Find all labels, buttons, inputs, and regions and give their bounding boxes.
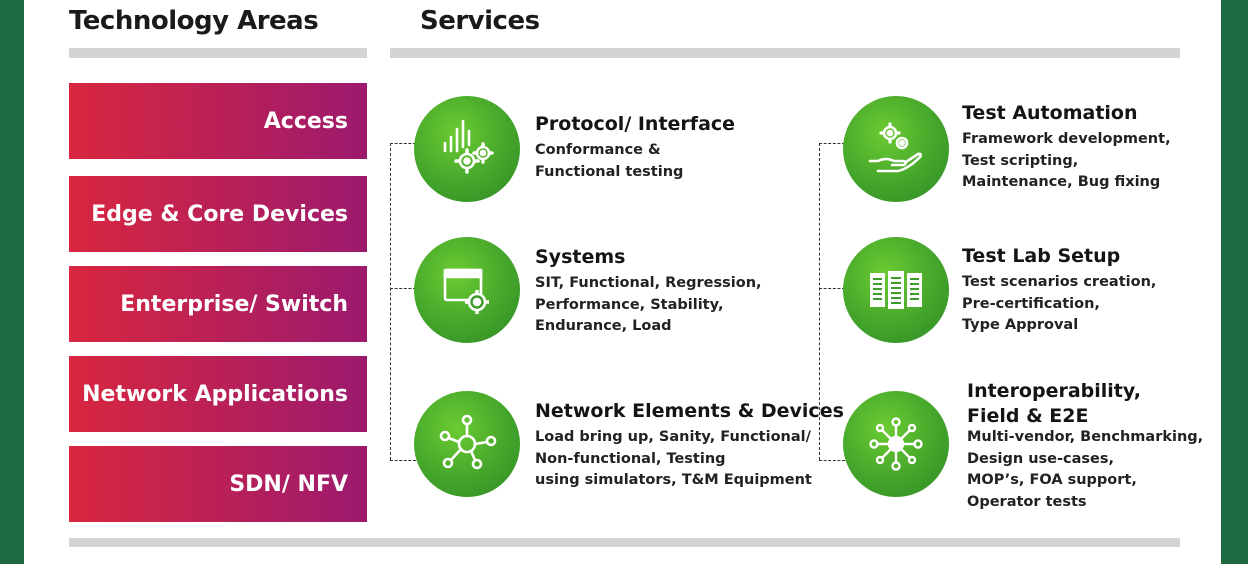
- tech-area-edge-core: Edge & Core Devices: [69, 176, 367, 252]
- service-desc-line: MOP’s, FOA support,: [967, 472, 1137, 488]
- service-title-systems: Systems: [535, 246, 626, 268]
- service-desc-line: Design use-cases,: [967, 450, 1115, 467]
- services-rule: [390, 48, 1180, 58]
- service-desc-interoperability: Multi-vendor, Benchmarking, Design use-c…: [967, 427, 1203, 513]
- service-desc-line: Test scripting,: [962, 152, 1079, 169]
- technology-areas-rule: [69, 48, 367, 58]
- service-desc-line: Endurance, Load: [535, 318, 672, 334]
- service-desc-line: Maintenance, Bug fixing: [962, 174, 1161, 190]
- tech-area-network-applications: Network Applications: [69, 356, 367, 432]
- window-gear-icon: [414, 237, 520, 343]
- tech-area-label: Access: [263, 108, 348, 134]
- right-bracket-tick: [819, 460, 845, 461]
- left-bracket-tick: [390, 460, 416, 461]
- tech-area-sdn-nfv: SDN/ NFV: [69, 446, 367, 522]
- service-desc-network-elements: Load bring up, Sanity, Functional/ Non-f…: [535, 427, 812, 492]
- service-desc-line: Performance, Stability,: [535, 296, 724, 313]
- service-desc-test-automation: Framework development, Test scripting, M…: [962, 129, 1171, 194]
- service-desc-test-lab-setup: Test scenarios creation, Pre-certificati…: [962, 272, 1156, 337]
- service-desc-line: Framework development,: [962, 131, 1171, 147]
- interop-network-icon: [843, 391, 949, 497]
- service-title-interoperability: Interoperability, Field & E2E: [967, 379, 1141, 429]
- right-bracket-tick: [819, 288, 845, 289]
- right-bracket-tick: [819, 143, 845, 144]
- right-bracket-line: [819, 143, 820, 460]
- server-racks-icon: [843, 237, 949, 343]
- left-bracket-tick: [390, 143, 416, 144]
- service-title-test-automation: Test Automation: [962, 102, 1138, 124]
- service-desc-line: Conformance &: [535, 142, 661, 158]
- service-desc-line: Non-functional, Testing: [535, 450, 726, 467]
- service-title-protocol: Protocol/ Interface: [535, 113, 736, 135]
- service-title-network-elements: Network Elements & Devices: [535, 400, 844, 422]
- tech-area-label: SDN/ NFV: [229, 471, 348, 497]
- service-desc-line: Multi-vendor, Benchmarking,: [967, 429, 1204, 445]
- service-desc-protocol: Conformance & Functional testing: [535, 140, 683, 183]
- tech-area-access: Access: [69, 83, 367, 159]
- service-desc-systems: SIT, Functional, Regression, Performance…: [535, 273, 762, 338]
- service-desc-line: Operator tests: [967, 493, 1087, 510]
- service-desc-line: SIT, Functional, Regression,: [535, 275, 762, 291]
- service-title-line: Field & E2E: [967, 405, 1089, 427]
- technology-areas-heading: Technology Areas: [69, 6, 319, 36]
- service-title-line: Interoperability,: [967, 380, 1142, 402]
- tech-area-label: Enterprise/ Switch: [120, 291, 348, 317]
- service-desc-line: Type Approval: [962, 317, 1079, 333]
- service-desc-line: Functional testing: [535, 163, 684, 180]
- service-desc-line: using simulators, T&M Equipment: [535, 472, 812, 488]
- hand-gears-icon: [843, 96, 949, 202]
- services-heading: Services: [420, 6, 540, 36]
- tech-area-enterprise-switch: Enterprise/ Switch: [69, 266, 367, 342]
- service-desc-line: Load bring up, Sanity, Functional/: [535, 429, 811, 445]
- bottom-rule: [69, 538, 1180, 547]
- tech-area-label: Network Applications: [82, 381, 348, 407]
- left-bracket-line: [390, 143, 391, 460]
- service-desc-line: Pre-certification,: [962, 295, 1100, 312]
- protocol-gears-icon: [414, 96, 520, 202]
- service-desc-line: Test scenarios creation,: [962, 274, 1157, 290]
- network-hub-icon: [414, 391, 520, 497]
- tech-area-label: Edge & Core Devices: [91, 201, 348, 227]
- service-title-test-lab-setup: Test Lab Setup: [962, 245, 1121, 267]
- left-bracket-tick: [390, 288, 416, 289]
